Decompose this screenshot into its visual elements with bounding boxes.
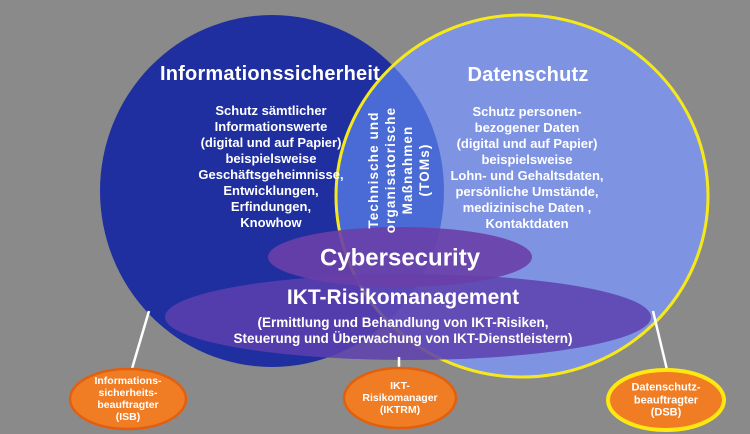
cybersecurity-ellipse (268, 227, 532, 287)
datenschutz-circle-border (334, 13, 710, 379)
connector-line-dsb (651, 310, 670, 375)
dsb-role-ellipse (606, 368, 726, 432)
iktrm-role-ellipse (342, 366, 458, 430)
ikt-risikomanagement-ellipse (165, 274, 651, 360)
isb-role-ellipse (68, 367, 188, 431)
connector-line-isb (129, 310, 151, 373)
